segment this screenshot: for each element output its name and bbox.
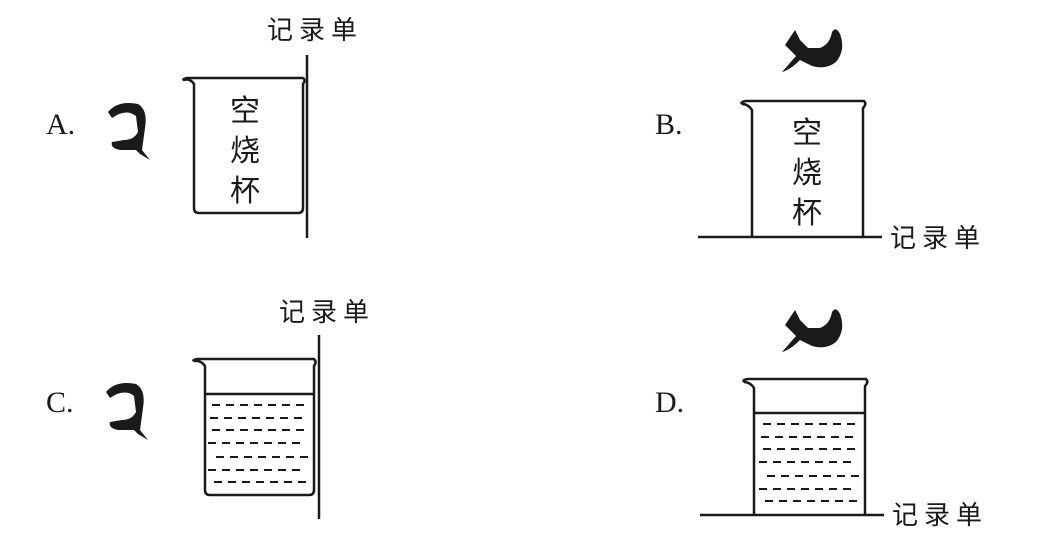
water-dashes [208, 404, 309, 483]
eye-icon [106, 383, 148, 440]
option-d-figure [700, 377, 884, 517]
water-beaker [192, 357, 317, 497]
empty-beaker [182, 76, 306, 215]
beaker-label: 空 烧 杯 [787, 114, 827, 234]
beaker-label-char: 杯 [230, 174, 260, 209]
eye-icon [108, 103, 150, 160]
empty-beaker [740, 99, 867, 237]
eye-icon [782, 309, 843, 352]
record-sheet-label: 记录单 [890, 224, 987, 254]
water-dashes [759, 423, 860, 502]
beaker-label-char: 空 [792, 116, 822, 151]
option-c-label: C. [46, 386, 74, 419]
option-c-figure [192, 335, 321, 519]
option-b-label: B. [655, 108, 683, 141]
option-b-figure [698, 99, 882, 239]
beaker-label-char: 烧 [230, 134, 260, 169]
beaker-label-char: 烧 [792, 156, 822, 191]
water-beaker [742, 377, 869, 515]
option-d-label: D. [655, 386, 685, 419]
option-a-label: A. [46, 108, 76, 141]
record-sheet-label: 记录单 [892, 501, 989, 531]
beaker-label-char: 杯 [792, 196, 822, 231]
record-sheet-label: 记录单 [279, 298, 376, 328]
beaker-label-char: 空 [230, 94, 260, 129]
eye-icon [782, 29, 843, 72]
option-a-figure [182, 55, 309, 238]
record-sheet-label: 记录单 [267, 16, 364, 46]
beaker-label: 空 烧 杯 [225, 92, 265, 212]
